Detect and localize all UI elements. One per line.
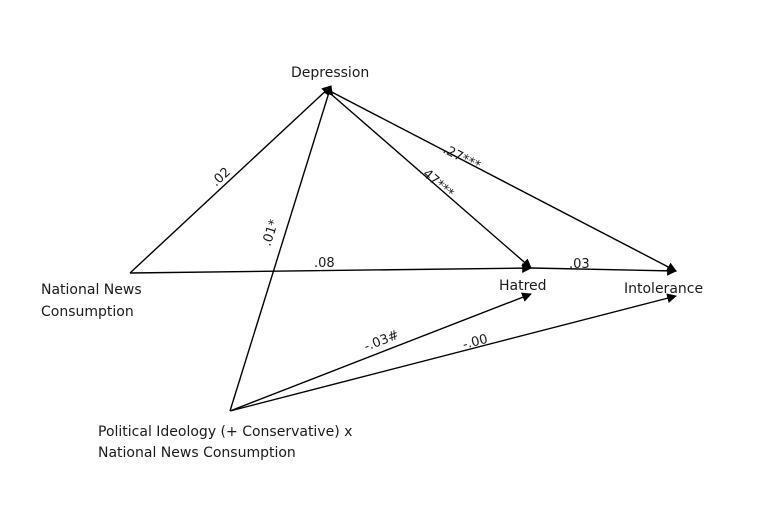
coef-depression-to-intolerance: .27*** [440,142,483,174]
arrow-hatred-to-intolerance [530,265,677,276]
coef-interaction-to-hatred: -.03# [362,328,401,355]
arrow-interaction-to-intolerance [229,293,677,412]
arrow-depression-to-intolerance [323,87,677,272]
coef-interaction-to-depression: .01* [260,217,283,248]
node-national-news-line1: National News [41,282,142,298]
arrow-news-to-depression [129,85,332,274]
node-interaction-line1: Political Ideology (+ Conservative) x [98,424,352,440]
arrow-depression-to-hatred [323,87,532,269]
node-national-news-line2: Consumption [41,304,134,320]
coef-hatred-to-intolerance: .03 [569,257,590,272]
node-hatred: Hatred [499,278,547,294]
arrow-interaction-to-hatred [229,292,532,412]
coef-news-to-depression: .02 [208,165,233,190]
node-intolerance: Intolerance [624,281,703,297]
arrow-interaction-to-depression [229,85,334,412]
node-depression: Depression [291,65,369,81]
coef-interaction-to-intolerance: -.00 [461,332,489,353]
node-interaction-line2: National News Consumption [98,445,296,461]
coef-news-to-hatred: .08 [314,256,335,271]
coef-depression-to-hatred: .47*** [416,164,457,202]
arrow-news-to-hatred [129,263,532,274]
